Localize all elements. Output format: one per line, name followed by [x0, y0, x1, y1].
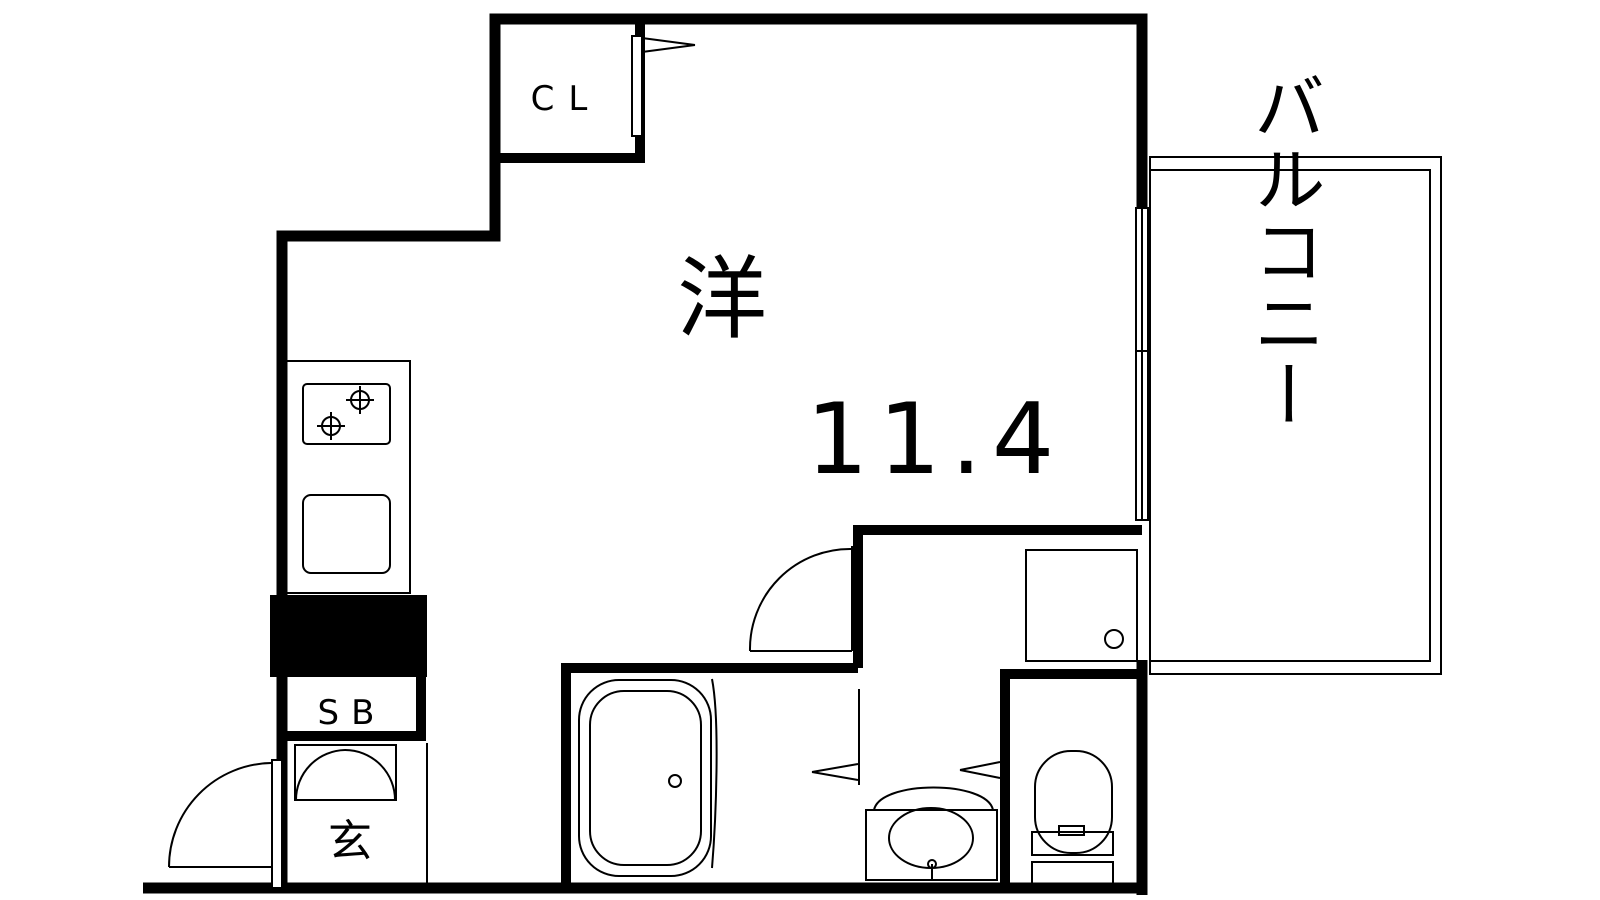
balcony [1149, 156, 1442, 675]
stove-burner-icon [317, 386, 374, 440]
washer-drain-icon [1104, 629, 1124, 649]
toilet-icon [1031, 750, 1114, 887]
sink-icon [865, 786, 998, 881]
western-room-size: 11.4 [806, 383, 1064, 497]
balcony-window [1135, 207, 1149, 521]
closet [495, 19, 696, 163]
kitchen [283, 360, 411, 594]
closet-label: CL [531, 79, 602, 119]
entrance [294, 743, 428, 888]
refrigerator-block [270, 595, 427, 677]
bathroom [561, 663, 860, 888]
toilet-room [959, 669, 1142, 888]
western-room-label: 洋 [677, 247, 767, 352]
entry-door [168, 759, 283, 889]
shoebox [277, 595, 426, 741]
shoebox-label: SB [318, 693, 387, 733]
washroom [748, 525, 1142, 668]
balcony-label: バルコニー [1241, 70, 1325, 430]
bathtub-icon [578, 679, 712, 877]
entrance-label: 玄 [328, 816, 372, 867]
